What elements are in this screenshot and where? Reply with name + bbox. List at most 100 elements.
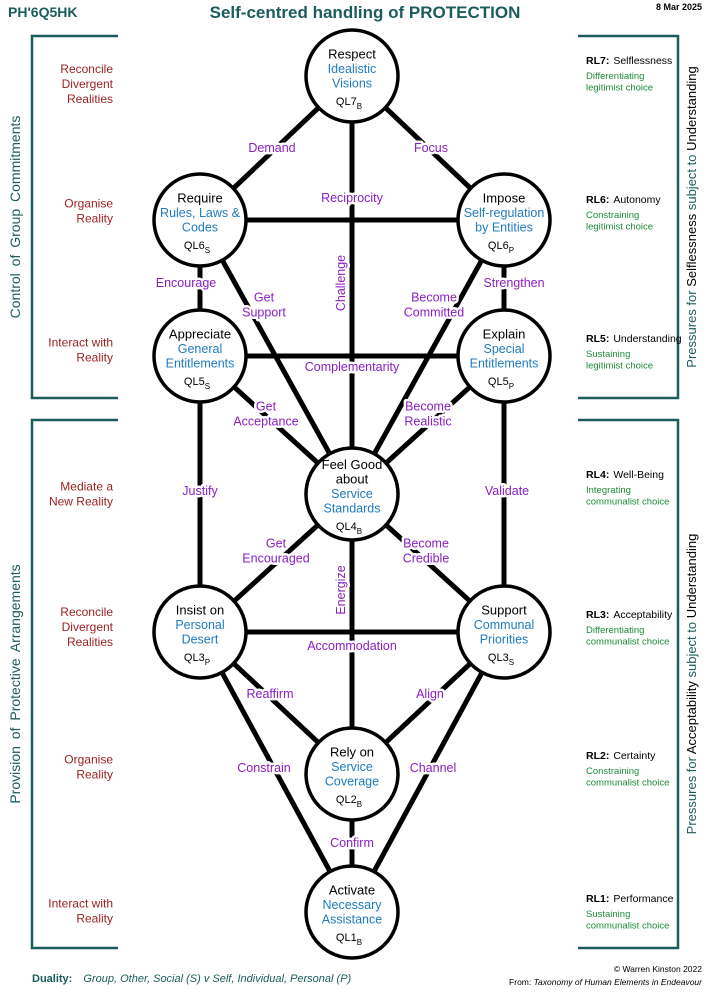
node-circle — [152, 308, 248, 404]
svg-text:Constrain: Constrain — [237, 761, 291, 775]
edge-label-complementarity: Complementarity — [302, 358, 402, 377]
edge-label-strengthen: Strengthen — [481, 274, 547, 293]
node-ql-code: QL1B — [336, 932, 362, 947]
level-rl3: RL3:AcceptabilityDifferentiatingcommunal… — [586, 609, 673, 648]
edge-label-text: Demand — [248, 141, 295, 155]
svg-text:Strengthen: Strengthen — [483, 276, 544, 290]
footer-source: From: Taxonomy of Human Elements in Ende… — [509, 977, 703, 987]
edge-label-text: Focus — [414, 141, 448, 155]
node-circle — [304, 726, 400, 822]
left-bracket-top — [30, 34, 118, 400]
edge-label-align: Align — [414, 685, 447, 704]
level-description: communalist choice — [586, 497, 669, 508]
edge-label-text: Support — [242, 306, 286, 320]
node-verb: Appreciate — [169, 326, 231, 341]
svg-text:Channel: Channel — [410, 761, 457, 775]
edge-label-reciprocity: Reciprocity — [319, 189, 387, 208]
svg-text:Challenge: Challenge — [334, 255, 348, 311]
edge-label-text: Align — [416, 687, 444, 701]
level-title: RL3:Acceptability — [586, 609, 673, 621]
node-object: Self-regulation — [464, 206, 545, 220]
node-object: Service — [331, 487, 373, 501]
edge-ql3p-ql1 — [197, 630, 355, 914]
edge-label-text: Strengthen — [483, 276, 544, 290]
node-object: Desert — [182, 632, 219, 646]
level-title: RL4:Well-Being — [586, 469, 664, 481]
node-verb: Impose — [483, 190, 526, 205]
level-description: legitimist choice — [586, 361, 653, 372]
node-verb: Rely on — [330, 744, 374, 759]
edge-ql3s-ql1 — [349, 630, 507, 914]
node-object: Coverage — [325, 774, 379, 788]
right-section-label-bottom: Pressures for Acceptability subject to U… — [684, 534, 699, 835]
svg-text:Accommodation: Accommodation — [307, 639, 397, 653]
edge-label-text: Committed — [404, 306, 464, 320]
page-title: Self-centred handling of PROTECTION — [210, 3, 521, 22]
left-section-label-bottom: Provision of Protective Arrangements — [7, 564, 23, 803]
node-object: Idealistic — [328, 62, 377, 76]
level-description: Constraining — [586, 210, 639, 221]
edge-label-text: Complementarity — [305, 360, 400, 374]
svg-text:Confirm: Confirm — [330, 836, 374, 850]
svg-text:Encourage: Encourage — [156, 276, 217, 290]
footer-copyright: © Warren Kinston 2022 — [614, 964, 702, 974]
svg-text:Demand: Demand — [248, 141, 295, 155]
edge-label-channel: Channel — [407, 759, 459, 778]
node-ql-code: QL3P — [184, 652, 210, 667]
node-circle — [304, 864, 400, 960]
node-object: Entitlements — [470, 356, 539, 370]
level-title: RL6:Autonomy — [586, 194, 661, 206]
footer-duality: Duality: Group, Other, Social (S) v Self… — [32, 973, 352, 985]
node-ql-code: QL3S — [488, 652, 514, 667]
node-verb: Require — [177, 190, 223, 205]
node-object: Standards — [324, 502, 381, 516]
edge-label-text: Credible — [403, 552, 450, 566]
node-object: General — [178, 342, 222, 356]
edge-label-text: Channel — [410, 761, 457, 775]
node-circle — [456, 172, 552, 268]
right-bracket-top — [578, 34, 680, 400]
edge-label-challenge: Challenge — [332, 252, 351, 313]
level-title: RL5:Understanding — [586, 333, 682, 345]
node-object: Codes — [182, 220, 218, 234]
edge-label-energize: Energize — [332, 563, 351, 617]
svg-text:Reaffirm: Reaffirm — [246, 687, 293, 701]
level-description: Sustaining — [586, 909, 630, 920]
edge-label-text: Get — [256, 400, 277, 414]
node-ql-code: QL6S — [184, 240, 210, 255]
edge-label-text: Become — [403, 537, 449, 551]
document-date: 8 Mar 2025 — [656, 2, 702, 12]
edge-label-reaffirm: Reaffirm — [244, 685, 296, 704]
node-object: Priorities — [480, 632, 529, 646]
edge-label-text: Confirm — [330, 836, 374, 850]
node-circle — [456, 584, 552, 680]
svg-text:Complementarity: Complementarity — [305, 360, 400, 374]
edge-label-text: Reciprocity — [321, 191, 384, 205]
node-ql-code: QL6P — [488, 240, 514, 255]
node-object: Entitlements — [166, 356, 235, 370]
left-bracket-bottom — [30, 418, 118, 950]
